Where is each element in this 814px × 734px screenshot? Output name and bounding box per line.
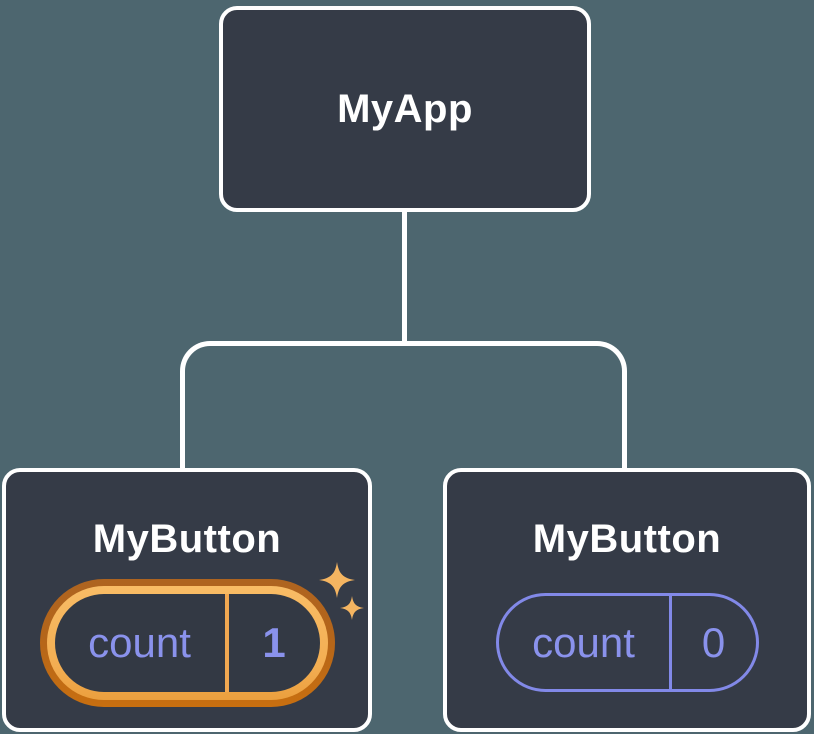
sparkle-icon xyxy=(319,562,355,598)
state-pill-body: count 1 xyxy=(54,594,320,692)
component-node-mybutton-right: MyButton count 0 xyxy=(443,468,811,732)
state-value: 0 xyxy=(701,618,726,666)
state-value: 1 xyxy=(262,619,286,666)
component-label: MyApp xyxy=(337,87,473,131)
state-name: count xyxy=(88,619,191,666)
state-pill-highlighted: count 1 xyxy=(39,579,335,707)
state-name: count xyxy=(532,618,635,666)
connector-root-stem xyxy=(402,210,407,346)
component-label: MyButton xyxy=(532,517,722,561)
component-node-myapp: MyApp xyxy=(219,6,591,212)
component-label: MyButton xyxy=(92,517,282,561)
state-pill-divider xyxy=(668,596,672,689)
sparkle-icon xyxy=(340,596,364,620)
state-pill-glow-ring: count 1 xyxy=(46,586,328,700)
connector-branch xyxy=(180,341,627,468)
state-pill-plain: count 0 xyxy=(495,593,759,692)
component-node-mybutton-left: MyButton count 1 xyxy=(2,468,372,732)
state-pill-divider xyxy=(224,594,229,692)
